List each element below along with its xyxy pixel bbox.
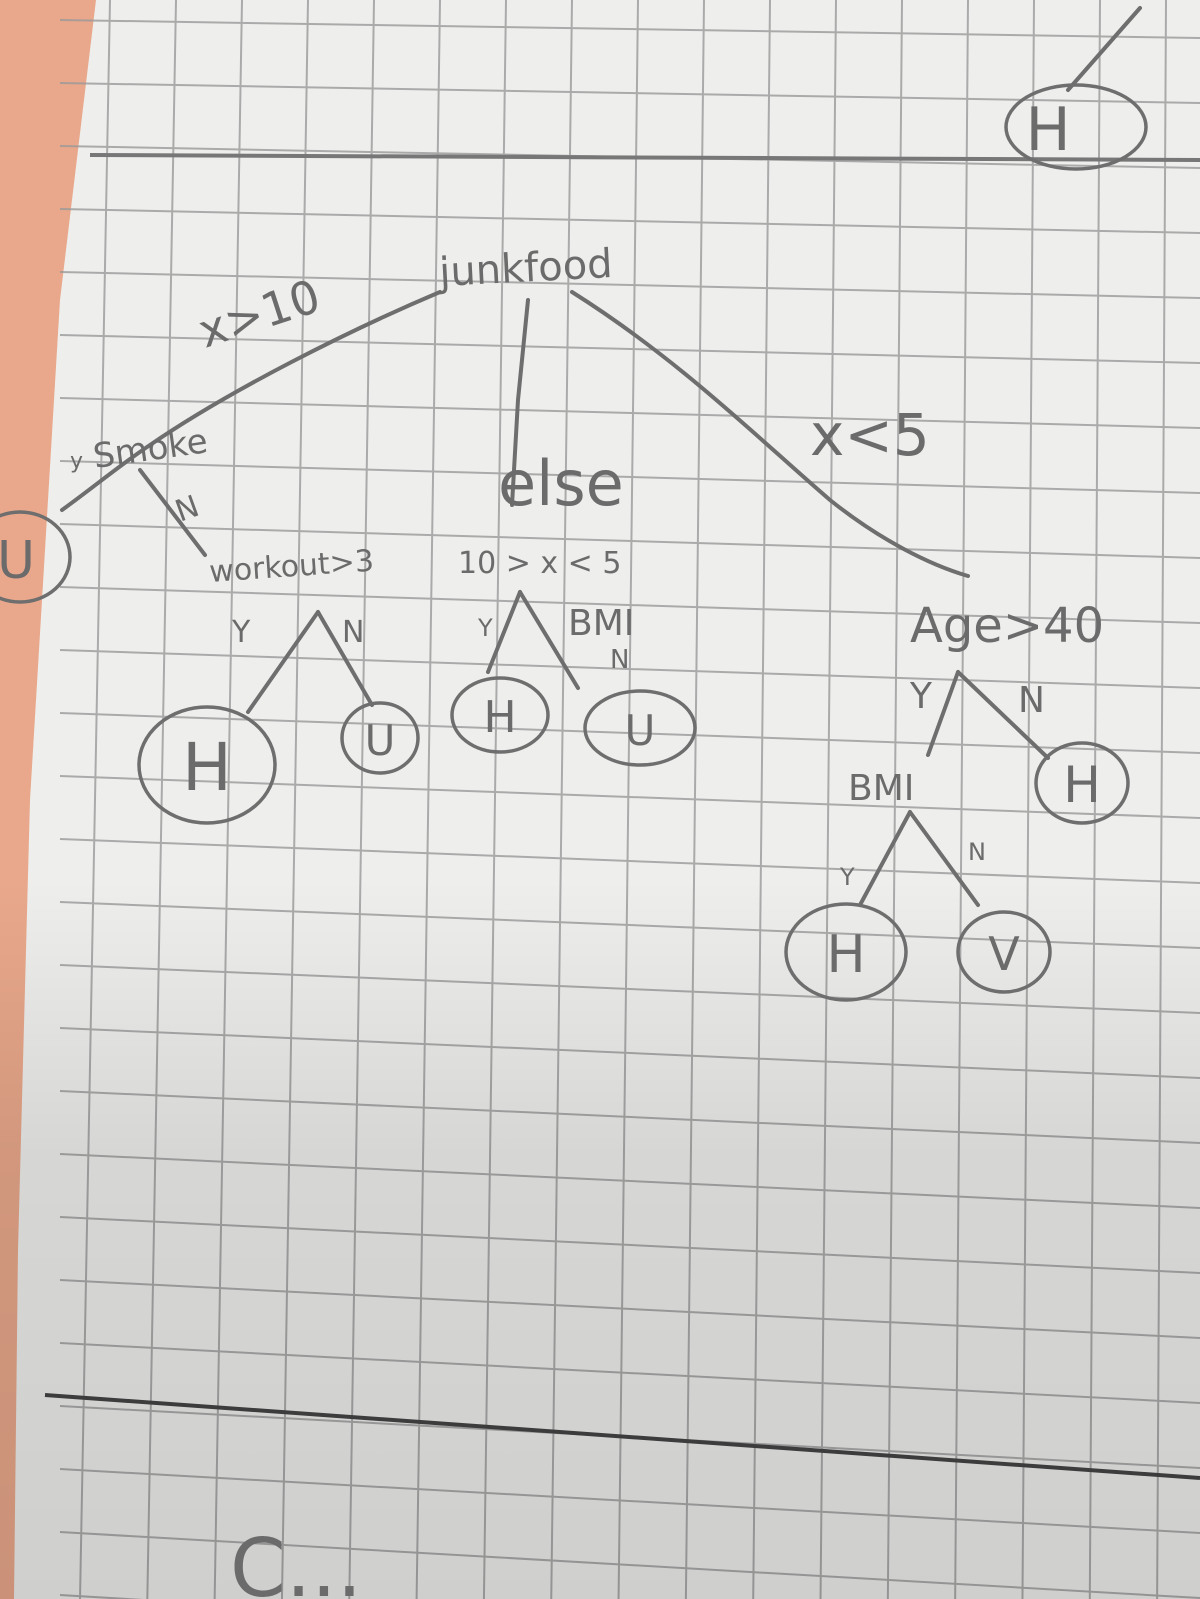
leaf-labels: U H U H U H H V H — [0, 95, 1101, 985]
bmi-right-n-marker: N — [968, 838, 986, 866]
leaf-age-h: H — [1063, 756, 1101, 814]
edge-root-middle — [510, 298, 530, 507]
tree-edges — [60, 6, 1142, 907]
workout-n-marker: N — [342, 615, 364, 650]
edge-age-h — [956, 670, 1050, 760]
leaf-circle-smoke-u — [0, 510, 72, 604]
leaf-workout-h: H — [182, 729, 232, 806]
edge-workout-h — [246, 610, 320, 714]
edge-mid-h — [486, 590, 522, 674]
root-label: junkfood — [437, 241, 614, 296]
bmi-mid-y-marker: Y — [477, 614, 493, 642]
edge-top-corner — [1066, 6, 1142, 92]
leaf-circle-mid-u — [583, 689, 697, 767]
leaf-circle-mid-h — [450, 676, 550, 754]
edge-bmi-v — [908, 810, 980, 907]
edge-middle-label: else — [498, 447, 624, 520]
leaf-circle-workout-u — [340, 701, 420, 775]
edge-right-label: x<5 — [810, 401, 930, 469]
leaf-circle-age-h — [1034, 741, 1130, 825]
bmi-right-y-marker: Y — [839, 863, 855, 891]
leaf-circle-bmi-v — [956, 910, 1052, 994]
leaf-mid-u: U — [625, 706, 656, 755]
leaf-bmi-h: H — [826, 925, 865, 985]
edge-root-left — [60, 290, 442, 512]
leaf-smoke-u: U — [0, 531, 35, 591]
edge-age-bmi — [926, 670, 960, 757]
bottom-scribble: C... — [230, 1522, 362, 1599]
age-node-label: Age>40 — [910, 598, 1104, 654]
age-n-marker: N — [1018, 680, 1045, 721]
leaf-circle-top-h — [1004, 83, 1148, 171]
bmi-mid-n-marker: N — [610, 645, 629, 675]
edge-workout-u — [316, 610, 374, 707]
leaf-bmi-v: V — [988, 927, 1020, 981]
leaf-circles — [0, 83, 1148, 1002]
leaf-circle-bmi-h — [784, 902, 908, 1002]
leaf-circle-workout-h — [137, 705, 277, 825]
leaf-workout-u: U — [365, 716, 396, 765]
edge-bmi-h — [858, 810, 912, 907]
edge-middle-sub-label: 10 > x < 5 — [458, 546, 621, 581]
leaf-mid-h: H — [483, 692, 516, 743]
workout-y-marker: Y — [231, 615, 251, 650]
age-y-marker: Y — [909, 676, 933, 717]
edge-smoke-workout — [138, 468, 207, 557]
edge-root-right — [570, 290, 970, 578]
bmi-right-node-label: BMI — [848, 768, 914, 809]
bmi-mid-node-label: BMI — [568, 603, 634, 644]
smoke-yes-marker: y — [70, 449, 83, 474]
leaf-top-corner-h: H — [1025, 95, 1070, 165]
edge-mid-u — [518, 590, 580, 690]
